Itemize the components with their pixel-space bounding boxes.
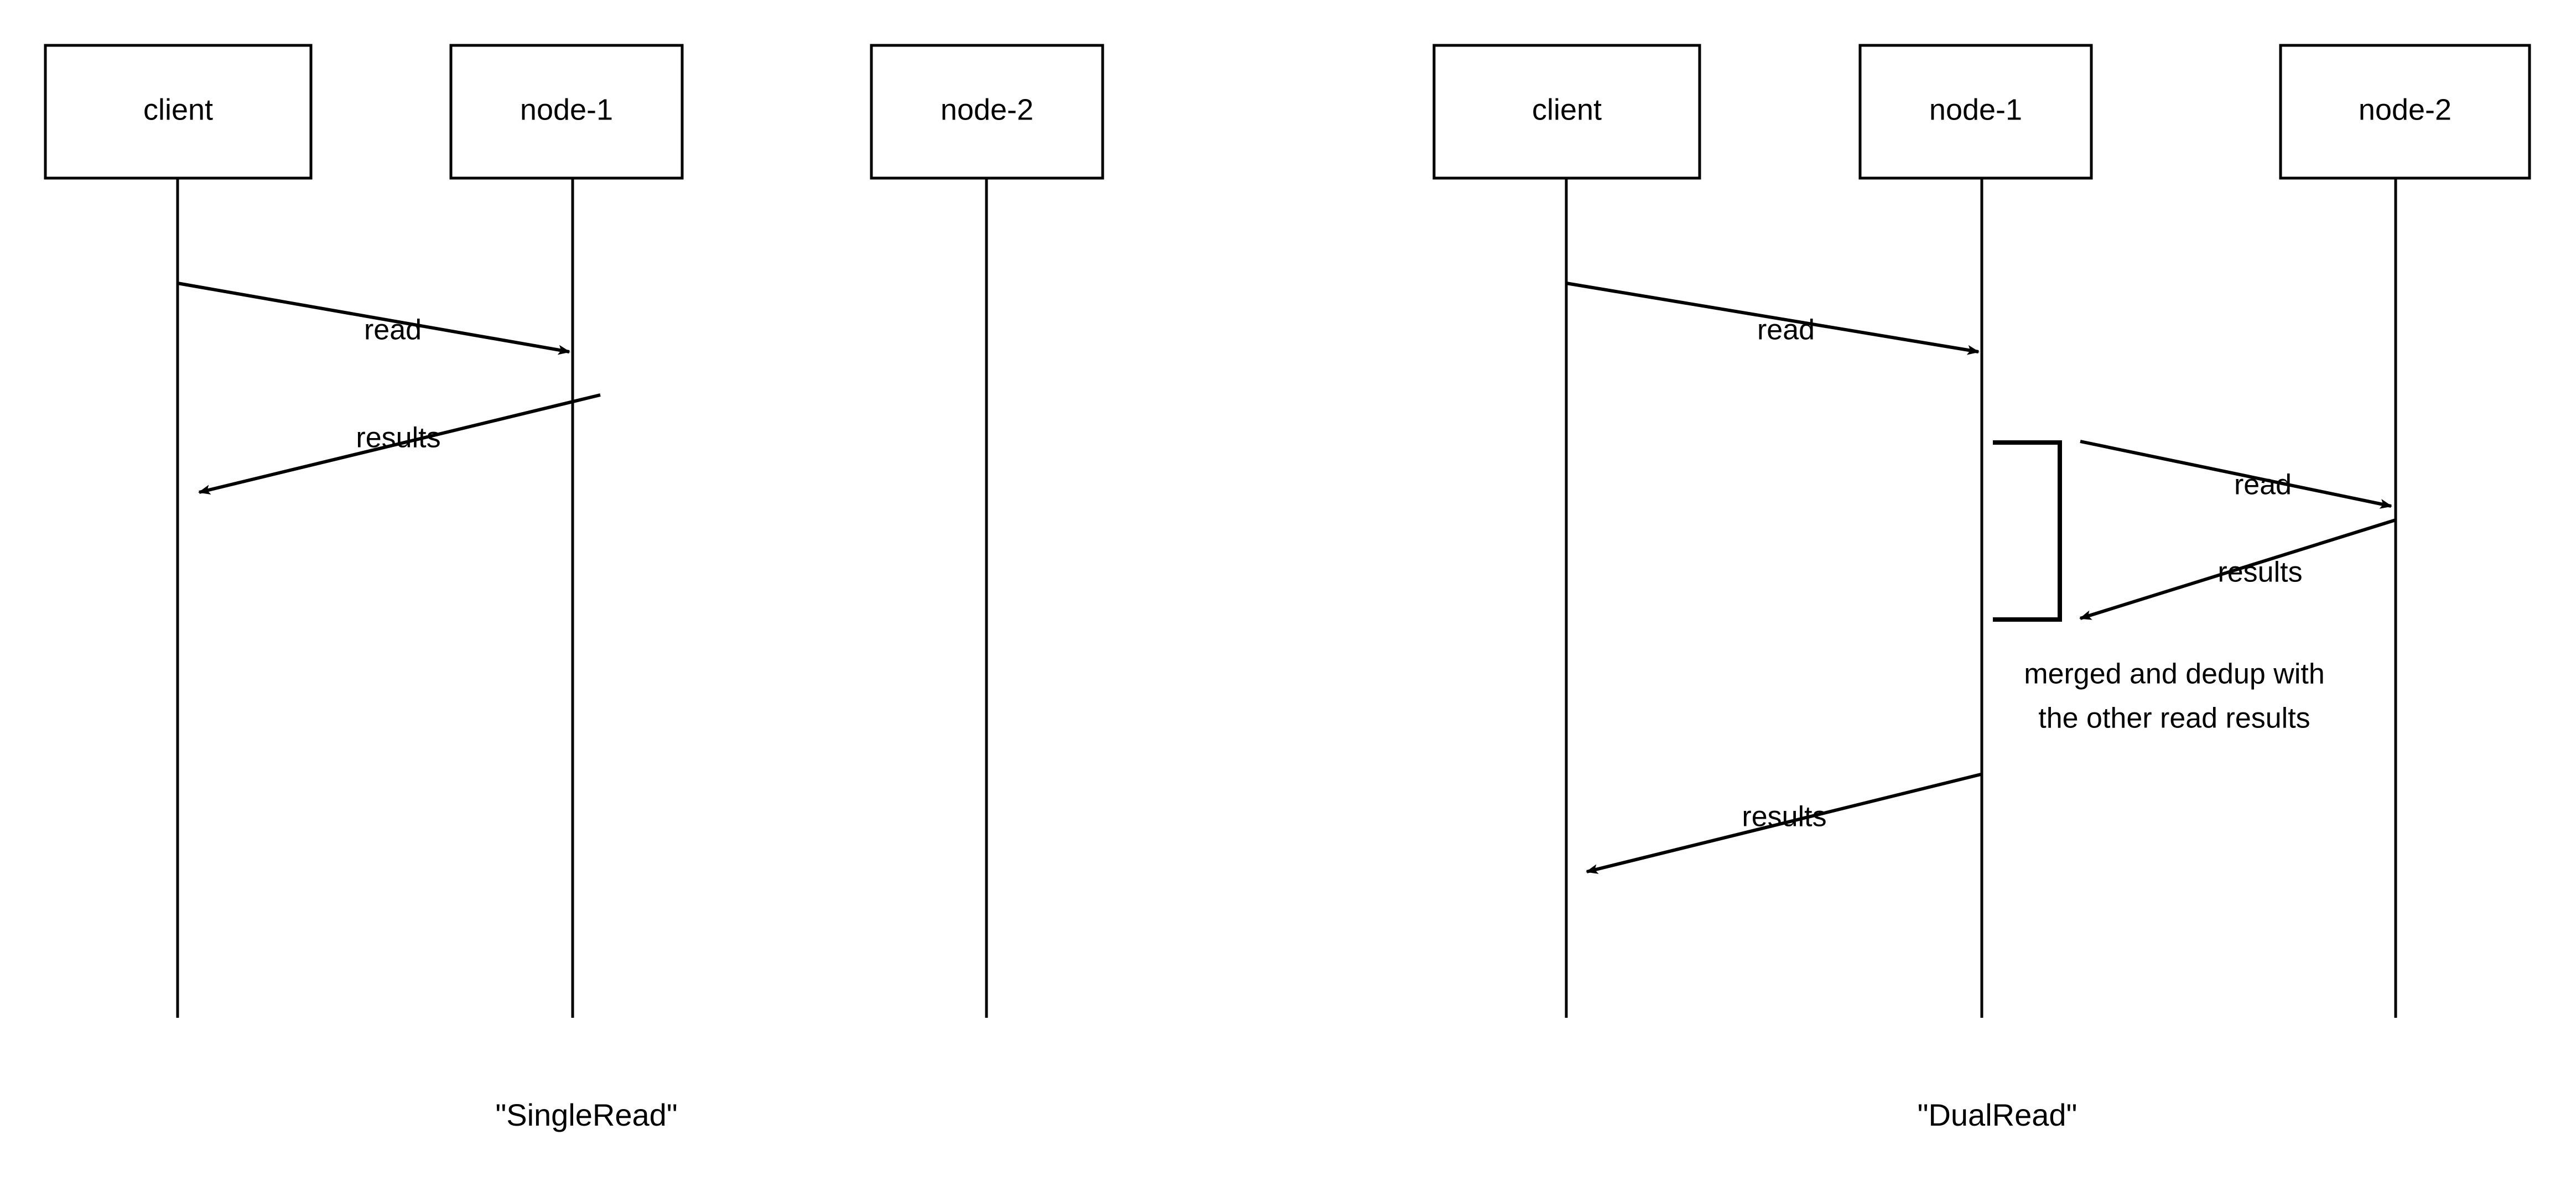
diagram-dual-read: client node-1 node-2 read read results m… bbox=[1432, 44, 2531, 1132]
message-arrow-right-results-2[interactable] bbox=[1586, 773, 1981, 874]
message-label-right-results-1: results bbox=[2217, 556, 2302, 589]
participant-box-left-node1[interactable] bbox=[449, 44, 684, 180]
participant-box-left-node2[interactable] bbox=[870, 44, 1104, 180]
participant-box-right-node1[interactable] bbox=[1858, 44, 2093, 180]
caption-single-read: "SingleRead" bbox=[495, 1097, 677, 1132]
message-label-left-results: results bbox=[356, 422, 440, 454]
participant-box-right-client[interactable] bbox=[1432, 44, 1701, 180]
participant-label-left-node2: node-2 bbox=[941, 93, 1033, 126]
participant-label-right-node2: node-2 bbox=[2359, 93, 2452, 126]
participant-label-left-node1: node-1 bbox=[520, 93, 613, 126]
diagram-single-read: client node-1 node-2 read results "Singl… bbox=[44, 44, 1104, 1132]
caption-dual-read: "DualRead" bbox=[1918, 1097, 2078, 1132]
note-line-2: the other read results bbox=[2038, 702, 2310, 735]
message-arrow-right-results-1[interactable] bbox=[2079, 518, 2396, 620]
message-arrow-left-results[interactable] bbox=[198, 393, 601, 495]
participant-box-right-node2[interactable] bbox=[2279, 44, 2531, 180]
participant-label-right-client: client bbox=[1532, 93, 1602, 126]
message-arrow-right-read-1[interactable] bbox=[1566, 282, 1980, 355]
activation-bracket-right-node1 bbox=[1993, 440, 2062, 622]
message-label-right-read-1: read bbox=[1757, 314, 1815, 346]
message-label-left-read: read bbox=[364, 314, 422, 346]
message-label-right-results-2: results bbox=[1742, 801, 1826, 833]
message-arrow-left-read[interactable] bbox=[177, 282, 570, 355]
participant-box-left-client[interactable] bbox=[44, 44, 313, 180]
participant-label-left-client: client bbox=[143, 93, 213, 126]
participant-label-right-node1: node-1 bbox=[1929, 93, 2022, 126]
message-label-right-read-2: read bbox=[2234, 469, 2292, 501]
message-arrow-right-read-2[interactable] bbox=[2080, 440, 2392, 509]
note-line-1: merged and dedup with bbox=[2024, 658, 2325, 690]
